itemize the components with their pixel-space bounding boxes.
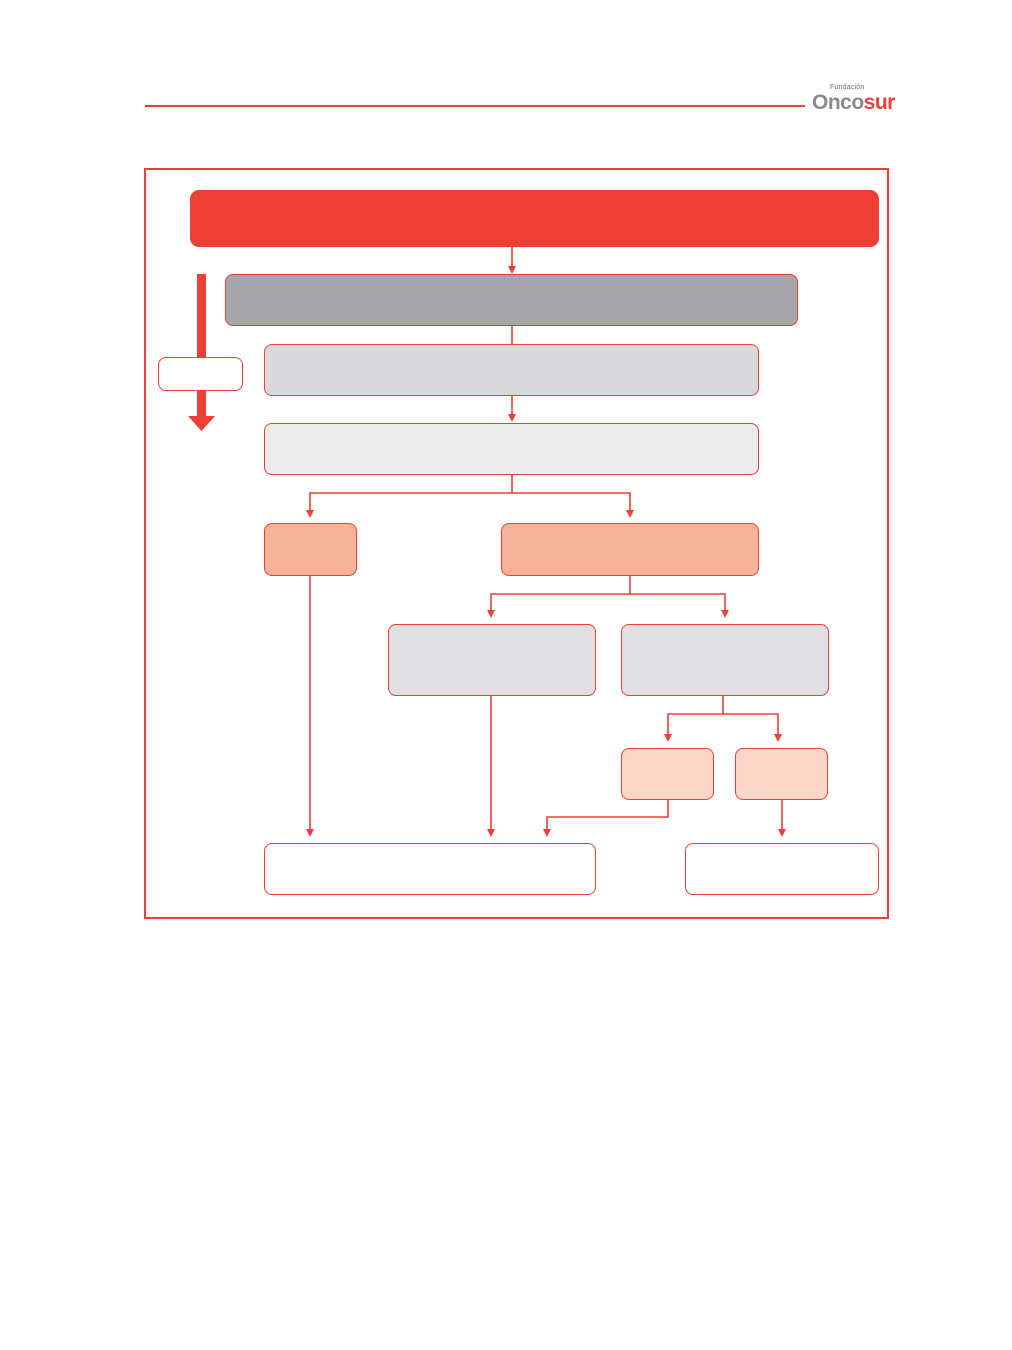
logo-wordmark: Oncosur: [812, 91, 895, 115]
node-sub-right: [621, 624, 829, 696]
node-sub-left: [388, 624, 596, 696]
node-leaf-b: [735, 748, 828, 800]
node-level1: [225, 274, 798, 326]
node-level2: [264, 344, 759, 396]
connector-sub-right-split-left: [664, 696, 724, 742]
node-outcome-right: [685, 843, 879, 895]
node-branch-right: [501, 523, 759, 576]
node-top: [190, 190, 879, 247]
node-level3: [264, 423, 759, 475]
node-leaf-a: [621, 748, 714, 800]
connector-sub-right-split-right: [723, 713, 782, 742]
connector-leaf-a-outcome: [543, 800, 669, 837]
logo-wordmark-part1: Onco: [812, 91, 864, 114]
logo-wordmark-part2: sur: [863, 91, 896, 114]
side-arrow-shaft: [197, 274, 206, 418]
side-arrow-head: [188, 416, 215, 431]
flowchart-frame: [144, 168, 889, 919]
connector-branch-right-split-right: [630, 593, 729, 618]
node-outcome-left: [264, 843, 596, 895]
side-label-box: [158, 357, 243, 391]
node-branch-left: [264, 523, 357, 576]
logo-foundation-text: Fundación: [830, 84, 865, 91]
connector-level3-right: [512, 492, 634, 518]
connector-level3-split: [306, 475, 513, 518]
header-rule: [145, 105, 805, 107]
connector-branch-right-split-left: [487, 576, 631, 618]
oncosur-logo: Fundación Oncosur: [812, 84, 902, 118]
